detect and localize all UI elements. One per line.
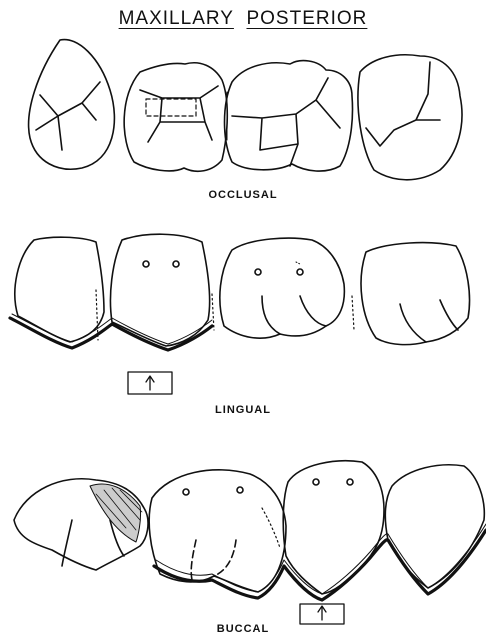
occlusal-tooth-3-fissures	[232, 78, 340, 166]
lingual-pin-hole-1	[143, 261, 149, 267]
lingual-pin-hole-3	[255, 269, 261, 275]
up-arrow-icon	[146, 376, 154, 390]
lingual-pin-hole-4	[297, 269, 303, 275]
lingual-tooth-3-cusp-lines	[262, 296, 326, 334]
buccal-tooth-2-cusp-lines	[191, 540, 236, 580]
caption-buccal: BUCCAL	[0, 623, 486, 635]
occlusal-tooth-2	[124, 63, 227, 171]
lingual-tooth-3	[220, 238, 345, 338]
lingual-restoration-margin	[10, 318, 212, 350]
lingual-tooth-4	[361, 243, 469, 345]
occlusal-tooth-3	[225, 61, 353, 171]
occlusal-tooth-4-fissures	[366, 62, 440, 146]
occlusal-tooth-1-fissures	[36, 82, 100, 150]
lingual-pin-hole-4-dots	[296, 262, 300, 264]
lingual-view	[10, 234, 470, 394]
buccal-shaded-wear	[90, 484, 141, 542]
buccal-tooth-2-dotted-line	[262, 508, 280, 548]
caption-occlusal: OCCLUSAL	[0, 189, 486, 201]
buccal-view	[14, 461, 486, 624]
occlusal-tooth-1	[29, 40, 115, 170]
occlusal-tooth-4	[358, 55, 462, 180]
occlusal-preparation-outline	[146, 99, 196, 116]
buccal-pin-hole-2	[237, 487, 243, 493]
lingual-pin-hole-2	[173, 261, 179, 267]
occlusal-view	[29, 40, 462, 180]
up-arrow-icon-2	[318, 606, 326, 620]
buccal-tooth-3	[283, 461, 384, 594]
buccal-pin-hole-1	[183, 489, 189, 495]
buccal-pin-hole-4	[347, 479, 353, 485]
caption-lingual: LINGUAL	[0, 404, 486, 416]
lingual-restoration-margin-inner	[12, 314, 212, 344]
occlusal-tooth-2-fissures	[140, 86, 218, 142]
lingual-tooth-4-cusp-lines	[400, 300, 458, 342]
buccal-tooth-4	[385, 465, 484, 588]
buccal-pin-hole-3	[313, 479, 319, 485]
lingual-tooth-2	[110, 234, 209, 346]
buccal-restoration-margin	[154, 530, 486, 600]
buccal-tooth-1-cusp-lines	[62, 520, 124, 566]
